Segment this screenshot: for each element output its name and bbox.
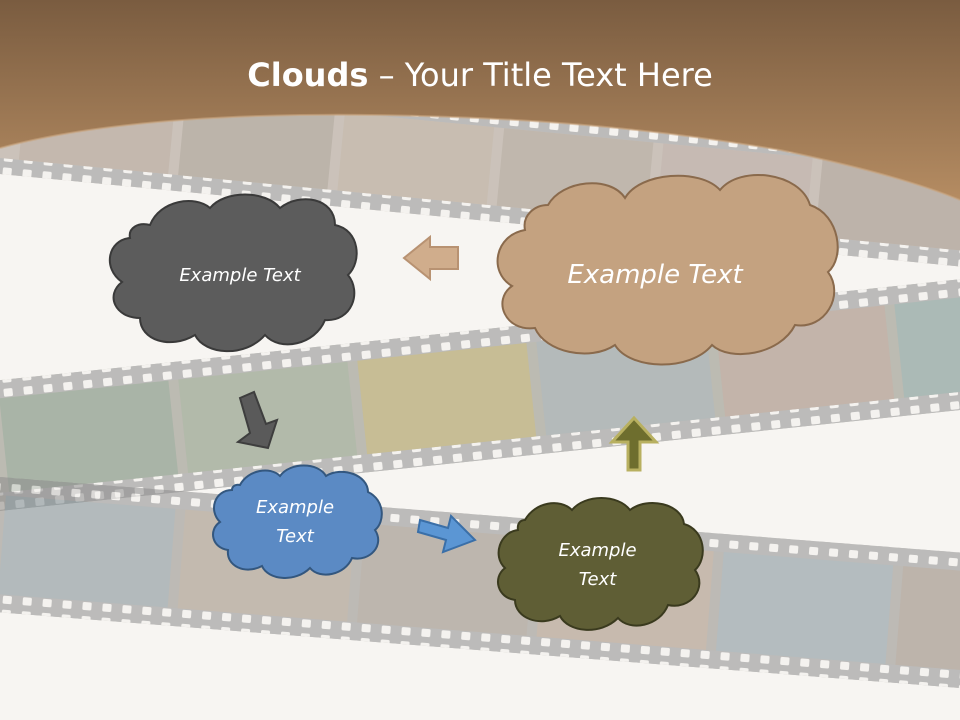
cloud-top-right [496, 173, 839, 366]
arrow-right-icon [416, 514, 477, 554]
title-dash: – [368, 56, 405, 94]
arrow-left-icon [402, 234, 459, 282]
slide-title: Clouds – Your Title Text Here [0, 52, 960, 98]
arrow-down-right-icon [235, 390, 279, 450]
cloud-bottom-right-text: Example Text [558, 540, 637, 590]
cloud-middle-left [212, 464, 383, 579]
title-rest: Your Title Text Here [404, 56, 713, 94]
cloud-top-right-text: Example Text [567, 260, 743, 290]
cloud-top-left [108, 193, 358, 353]
cloud-top-left-text: Example Text [179, 264, 301, 286]
cloud-middle-left-text: Example Text [255, 497, 335, 547]
header-band [0, 0, 960, 200]
cloud-bottom-right [496, 497, 704, 631]
film-strip-bottom [0, 472, 960, 694]
arrow-up-icon [608, 415, 660, 472]
title-bold: Clouds [247, 56, 369, 94]
